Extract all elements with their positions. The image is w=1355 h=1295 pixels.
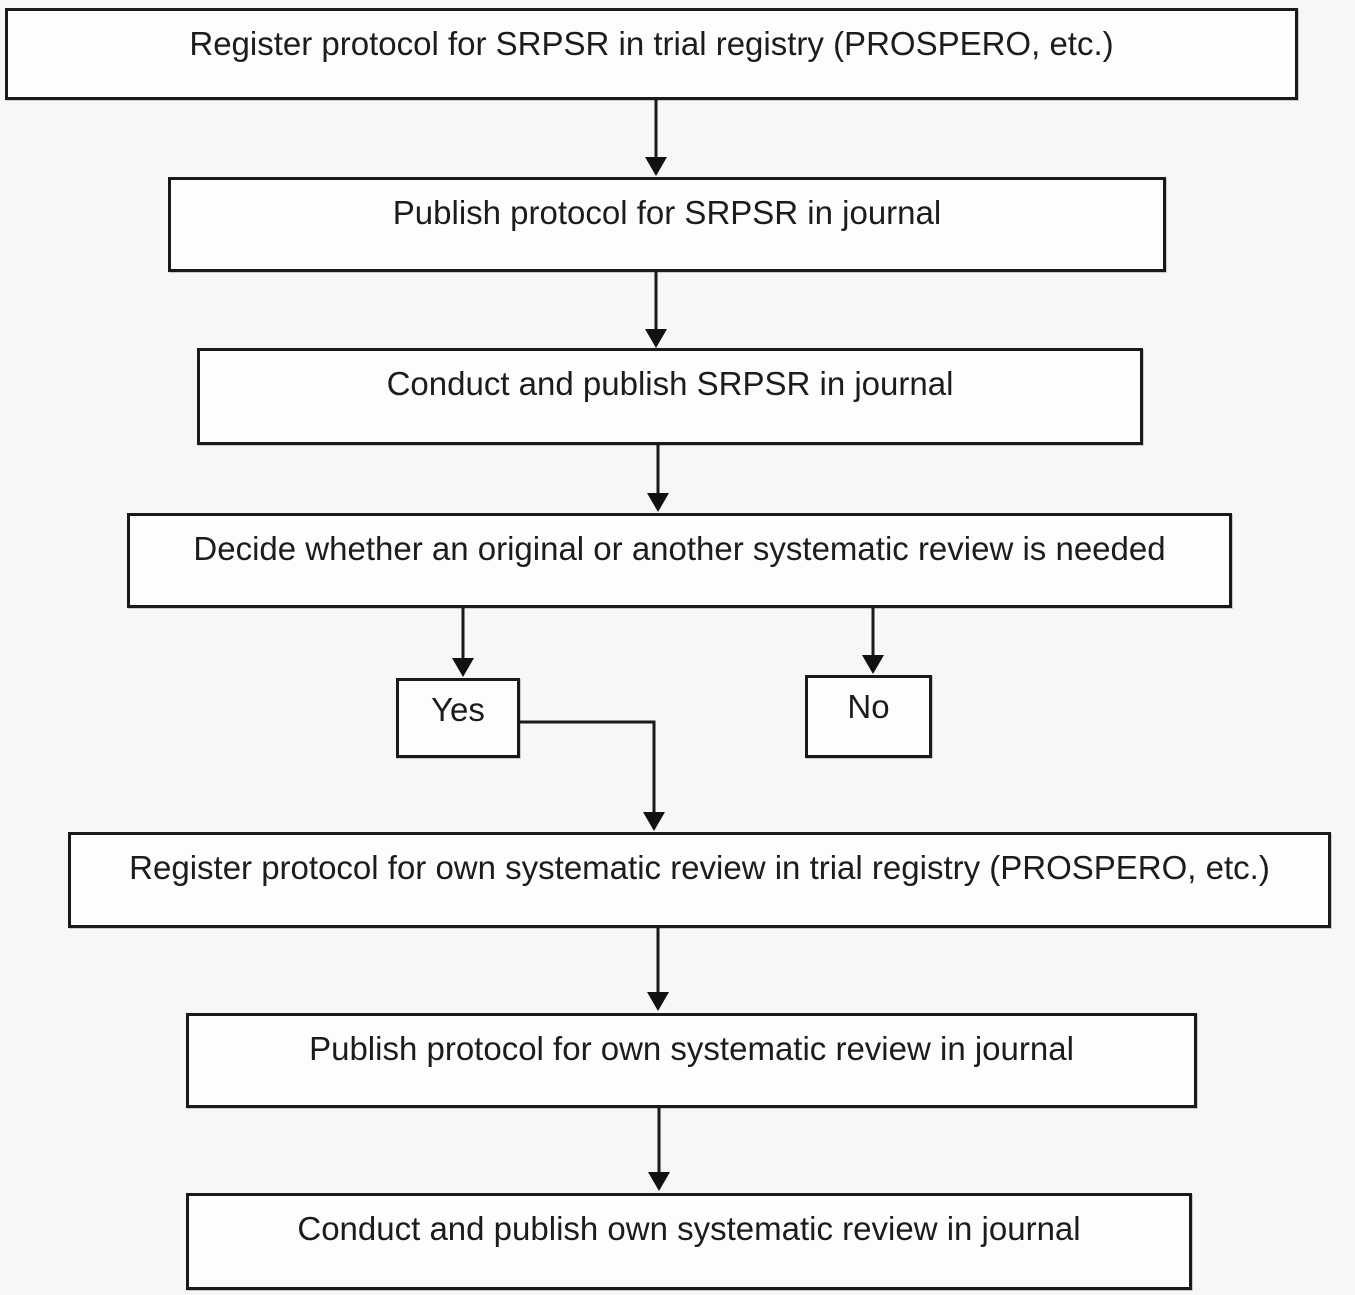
node-publish-srpsr-protocol: Publish protocol for SRPSR in journal — [168, 177, 1166, 272]
node-register-srpsr-protocol: Register protocol for SRPSR in trial reg… — [5, 8, 1298, 100]
arrow-step4-to-no — [862, 607, 884, 674]
node-register-own-protocol: Register protocol for own systematic rev… — [68, 832, 1331, 928]
node-decide-review-needed: Decide whether an original or another sy… — [127, 513, 1232, 608]
arrow-step2-to-step3 — [645, 272, 667, 348]
arrow-yes-to-step5 — [520, 720, 665, 831]
arrow-step5-to-step6 — [647, 928, 669, 1011]
arrow-step6-to-step7 — [648, 1108, 670, 1191]
node-decision-no: No — [805, 675, 932, 758]
node-decision-yes: Yes — [396, 678, 520, 758]
arrow-step1-to-step2 — [645, 100, 667, 176]
arrow-step4-to-yes — [452, 608, 474, 677]
node-conduct-publish-own: Conduct and publish own systematic revie… — [186, 1193, 1192, 1290]
node-publish-own-protocol: Publish protocol for own systematic revi… — [186, 1013, 1197, 1108]
arrow-step3-to-step4 — [647, 445, 669, 512]
node-conduct-publish-srpsr: Conduct and publish SRPSR in journal — [197, 348, 1143, 445]
